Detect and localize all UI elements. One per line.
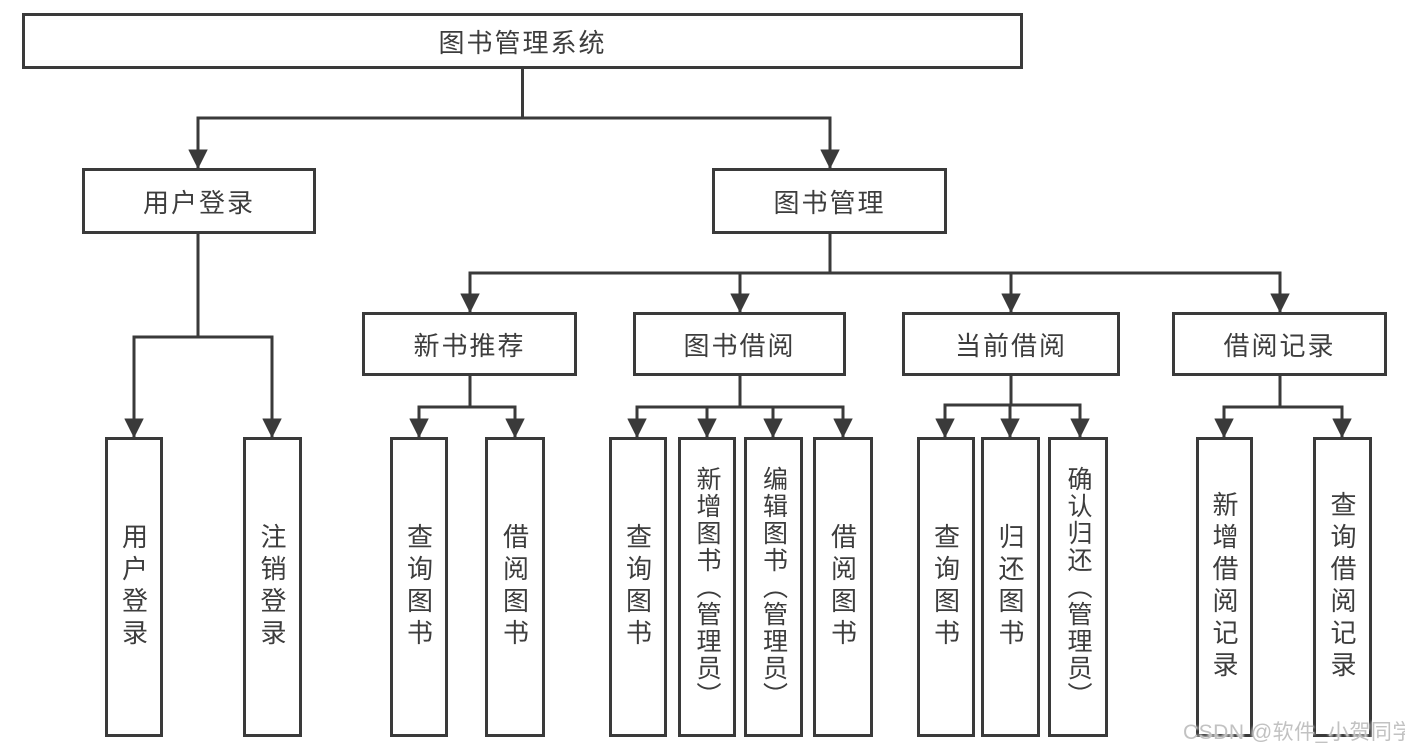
node-library-system: 图书管理系统 — [22, 13, 1023, 69]
node-borrowing-records: 借阅记录 — [1172, 312, 1387, 376]
leaf-add-book-admin: 新增图书（管理员） — [678, 437, 736, 737]
leaf-return-books: 归还图书 — [981, 437, 1040, 737]
leaf-query-books-3: 查询图书 — [917, 437, 975, 737]
leaf-logout: 注销登录 — [243, 437, 302, 737]
leaf-edit-book-admin: 编辑图书（管理员） — [744, 437, 803, 737]
node-new-book-recommend: 新书推荐 — [362, 312, 577, 376]
node-book-borrowing: 图书借阅 — [633, 312, 846, 376]
node-current-borrowing: 当前借阅 — [902, 312, 1120, 376]
leaf-query-books-2: 查询图书 — [609, 437, 667, 737]
csdn-watermark: CSDN @软件_小贺同学 — [1183, 721, 1405, 744]
connector-rails — [132, 67, 1344, 409]
leaf-borrow-books-1: 借阅图书 — [485, 437, 545, 737]
leaf-add-borrow-record: 新增借阅记录 — [1196, 437, 1253, 737]
leaf-query-books-1: 查询图书 — [390, 437, 448, 737]
leaf-query-borrow-record: 查询借阅记录 — [1313, 437, 1372, 737]
leaf-user-login: 用户登录 — [105, 437, 163, 737]
node-book-management: 图书管理 — [712, 168, 947, 234]
node-user-login: 用户登录 — [82, 168, 316, 234]
leaf-confirm-return-admin: 确认归还（管理员） — [1048, 437, 1108, 737]
leaf-borrow-books-2: 借阅图书 — [813, 437, 873, 737]
